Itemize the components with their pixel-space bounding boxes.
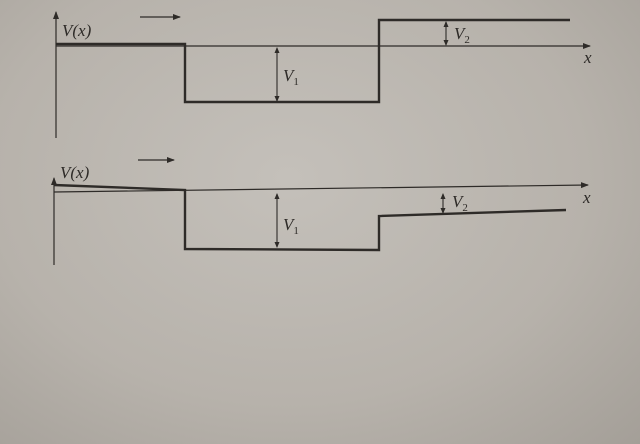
v1-label: V1 <box>283 66 299 88</box>
y-axis-label: V(x) <box>60 163 90 182</box>
v1-main: V <box>283 215 296 234</box>
potential-curve <box>53 183 567 252</box>
v2-label: V2 <box>454 24 470 46</box>
diagram-flat: V(x) x V1 V2 <box>53 11 592 138</box>
v2-main: V <box>452 192 465 211</box>
x-axis-label: x <box>582 188 591 207</box>
v2-label: V2 <box>452 192 468 214</box>
diagram-sloped: V(x) x V1 V2 <box>51 157 591 265</box>
v1-sub: 1 <box>293 76 299 88</box>
y-axis-label: V(x) <box>62 21 92 40</box>
v2-sub: 2 <box>464 34 470 46</box>
v2-main: V <box>454 24 467 43</box>
v1-main: V <box>283 66 296 85</box>
v1-sub: 1 <box>293 225 299 237</box>
v2-sub: 2 <box>462 202 468 214</box>
v1-label: V1 <box>283 215 299 237</box>
x-axis <box>53 182 589 193</box>
potential-curve <box>56 18 570 104</box>
x-axis-label: x <box>583 48 592 67</box>
